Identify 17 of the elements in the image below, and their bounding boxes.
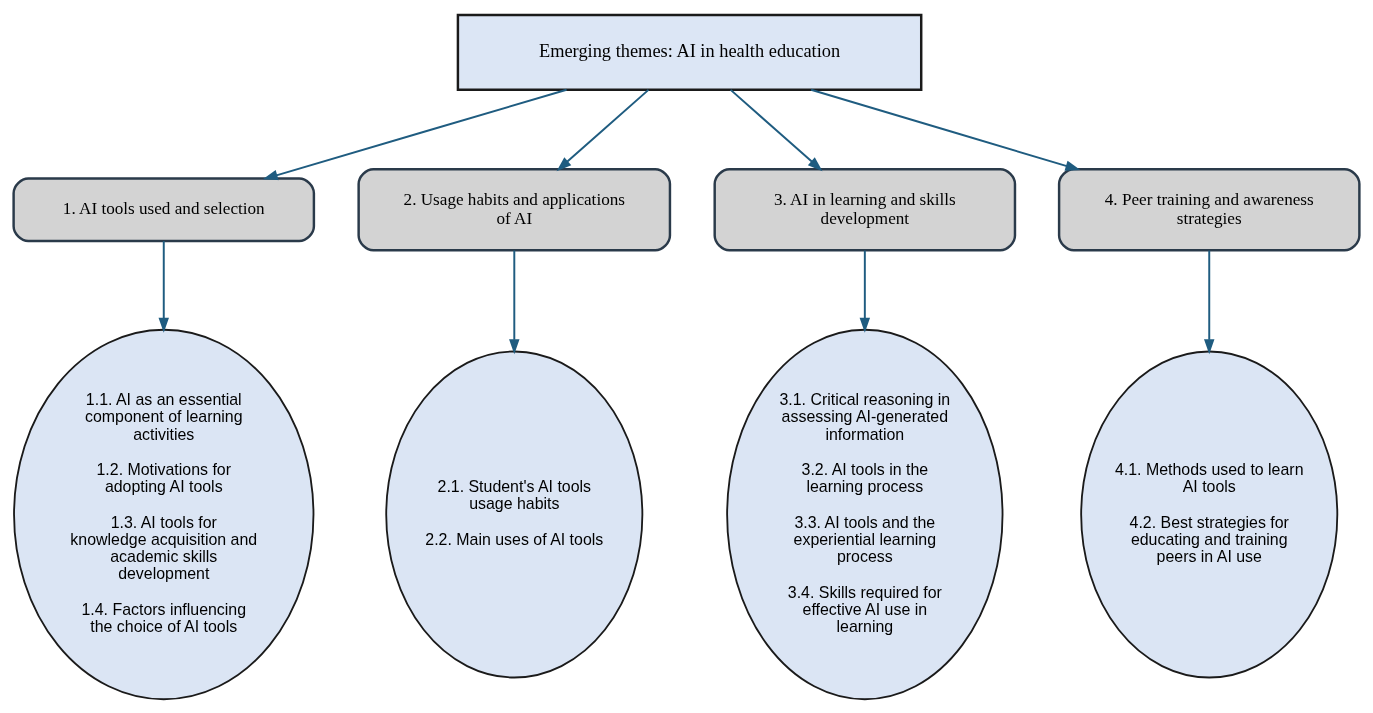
node-box: Emerging themes: AI in health education <box>456 13 923 91</box>
node-box: 4. Peer training and awareness strategies <box>1057 167 1361 251</box>
node-box: 1. AI tools used and selection <box>12 176 316 242</box>
node-ellipse: 4.1. Methods used to learn AI tools 4.2. Best strategies for educating and training peers in AI use <box>1080 350 1339 678</box>
arrow <box>1204 249 1215 354</box>
arrow <box>556 88 650 171</box>
arrow <box>262 88 568 180</box>
arrow <box>509 249 520 354</box>
node-ellipse: 2.1. Student's AI tools usage habits 2.2. Main uses of AI tools <box>385 350 644 678</box>
node-ellipse: 3.1. Critical reasoning in assessing AI-generated information 3.2. AI tools in the learning process 3.3. AI tools and the experiential learning process 3.4. Skills required for effective AI use in learning <box>726 328 1004 700</box>
node-box: 2. Usage habits and applications of AI <box>357 167 672 251</box>
arrow <box>859 249 871 333</box>
node-box: 3. AI in learning and skills development <box>713 167 1017 251</box>
arrow <box>158 239 169 333</box>
arrow <box>729 88 823 171</box>
node-ellipse: 1.1. AI as an essential component of learning activities 1.2. Motivations for adopting AI tools 1.3. AI tools for knowledge acquisition and academic skills development 1.4. Factors influencing the choice of AI tools <box>13 328 315 700</box>
arrow <box>810 88 1081 171</box>
